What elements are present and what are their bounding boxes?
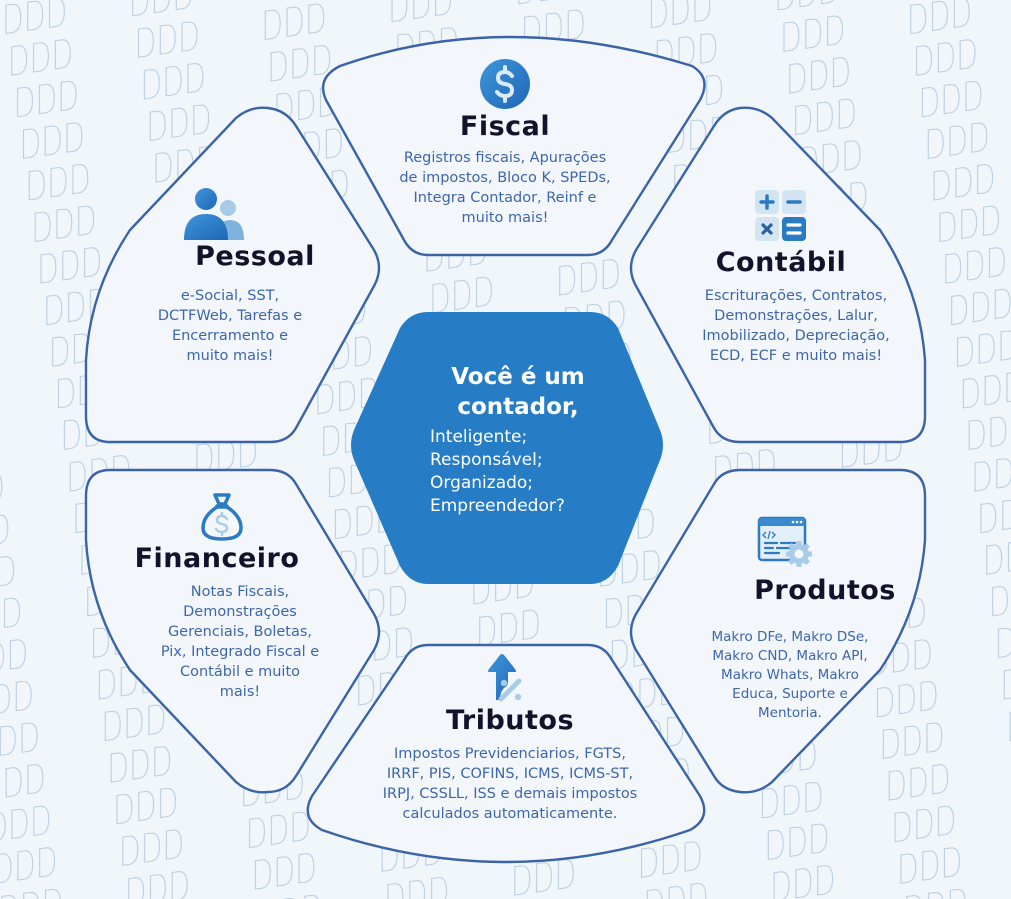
arrow-up-percent-icon bbox=[488, 654, 522, 702]
pessoal-panel-shape bbox=[84, 106, 381, 444]
panel-financeiro: Financeiro Notas Fiscais, Demonstrações … bbox=[110, 492, 370, 702]
panel-description: Notas Fiscais, Demonstrações Gerenciais,… bbox=[160, 583, 320, 700]
panel-contabil: Contábil Escriturações, Contratos, Demon… bbox=[666, 190, 926, 366]
panel-produtos: Produtos Makro DFe, Makro DSe, Makro CND… bbox=[660, 516, 920, 723]
panel-title: Fiscal bbox=[459, 111, 551, 142]
panel-title: Produtos bbox=[754, 575, 896, 606]
panel-title: Tributos bbox=[445, 705, 575, 736]
panel-title: Financeiro bbox=[134, 543, 300, 574]
users-icon bbox=[184, 188, 244, 240]
panel-description: Makro DFe, Makro DSe, Makro CND, Makro A… bbox=[711, 628, 869, 721]
panel-fiscal: Fiscal Registros fiscais, Apurações de i… bbox=[370, 58, 640, 228]
calculator-icon bbox=[755, 190, 806, 241]
panel-tributos: Tributos Impostos Previdenciarios, FGTS,… bbox=[350, 652, 670, 824]
panel-title: Pessoal bbox=[195, 241, 315, 272]
tributos-panel-shape bbox=[306, 643, 706, 864]
trait-item: Organizado; bbox=[430, 473, 534, 493]
panel-description: Registros fiscais, Apurações de impostos… bbox=[399, 149, 611, 226]
trait-item: Empreendedor? bbox=[430, 496, 565, 516]
contabil-panel-shape bbox=[629, 106, 927, 444]
code-window-gear-icon bbox=[757, 516, 812, 567]
panel-title: Contábil bbox=[715, 247, 847, 278]
panel-pessoal: Pessoal e-Social, SST, DCTFWeb, Tarefas … bbox=[100, 186, 360, 366]
panel-description: Escriturações, Contratos, Demonstrações,… bbox=[702, 287, 890, 364]
center-message: Você é um contador, Inteligente; Respons… bbox=[418, 362, 618, 518]
center-headline: Você é um contador, bbox=[451, 364, 585, 420]
center-traits: Inteligente; Responsável; Organizado; Em… bbox=[430, 426, 618, 518]
financeiro-panel-shape bbox=[84, 468, 381, 794]
trait-item: Inteligente; bbox=[430, 427, 528, 447]
panel-description: e-Social, SST, DCTFWeb, Tarefas e Encerr… bbox=[157, 287, 303, 364]
produtos-panel-shape bbox=[629, 468, 927, 794]
fiscal-panel-shape bbox=[321, 35, 706, 257]
center-hexagon bbox=[351, 312, 663, 584]
trait-item: Responsável; bbox=[430, 450, 543, 470]
panel-description: Impostos Previdenciarios, FGTS, IRRF, PI… bbox=[382, 745, 638, 822]
money-bag-icon bbox=[201, 493, 243, 541]
dollar-coin-icon bbox=[480, 59, 530, 109]
